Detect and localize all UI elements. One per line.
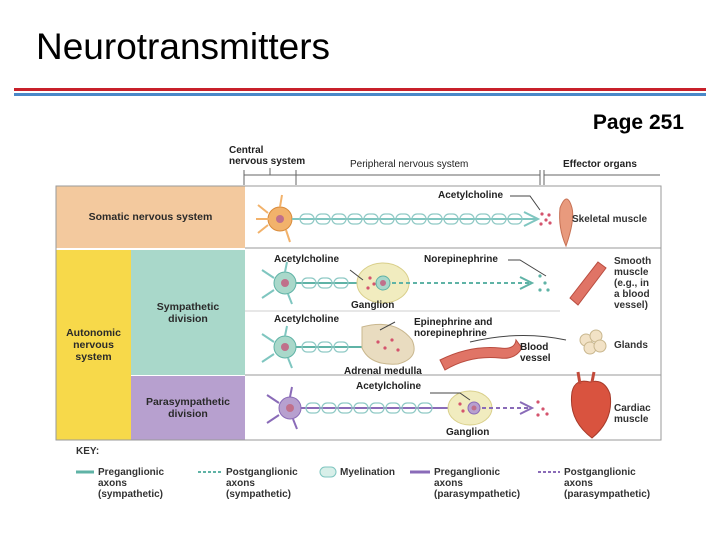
key-item-pre-para: Preganglionic axons (parasympathetic)	[434, 467, 521, 500]
sympathetic-neuron-1	[261, 259, 550, 305]
row-sympathetic-bg	[131, 250, 245, 375]
label-ach-adrenal: Acetylcholine	[274, 314, 340, 325]
row-label-autonomic: Autonomic nervous system	[66, 327, 121, 363]
title-rule-red	[14, 88, 706, 91]
label-ganglion-para: Ganglion	[446, 427, 490, 438]
effector-smooth: Smooth muscle (e.g., in a blood vessel)	[614, 256, 652, 311]
row-label-parasympathetic: Parasympathetic division	[145, 396, 231, 420]
effector-skeletal: Skeletal muscle	[572, 214, 648, 225]
label-ganglion-symp: Ganglion	[351, 300, 395, 311]
key-item-myelination: Myelination	[340, 467, 396, 478]
label-ach-para: Acetylcholine	[356, 381, 422, 392]
row-label-somatic: Somatic nervous system	[88, 211, 213, 223]
effector-cardiac: Cardiac muscle	[614, 403, 651, 425]
heart-shape	[570, 380, 612, 439]
slide-title: Neurotransmitters	[36, 26, 331, 67]
effector-glands: Glands	[614, 340, 648, 351]
header-pns: Peripheral nervous system	[350, 159, 469, 170]
skeletal-muscle-shape	[559, 198, 574, 248]
smooth-muscle-shape	[569, 261, 607, 306]
label-ach-symp: Acetylcholine	[274, 254, 340, 265]
label-adrenal-medulla: Adrenal medulla	[344, 366, 422, 377]
label-ach-somatic: Acetylcholine	[438, 190, 504, 201]
hormone-pointer	[469, 335, 567, 343]
page-number: Page 251	[592, 111, 684, 134]
somatic-neuron	[256, 194, 552, 243]
key-swatches	[76, 466, 560, 478]
heart-vessels	[576, 371, 596, 385]
header-brackets	[243, 168, 660, 185]
glands-shape	[579, 329, 607, 355]
parasympathetic-neuron	[266, 386, 549, 430]
row-parasympathetic-bg	[131, 376, 245, 440]
key-item-post-para: Postganglionic axons (parasympathetic)	[564, 467, 651, 500]
row-somatic-bg	[56, 186, 245, 248]
table-border	[55, 185, 662, 441]
sympathetic-neuron-2	[261, 321, 523, 371]
row-autonomic-bg	[56, 250, 131, 440]
label-epi-norepi: Epinephrine and norepinephrine	[414, 317, 493, 339]
key-item-post-symp: Postganglionic axons (sympathetic)	[226, 467, 298, 500]
header-effectors: Effector organs	[563, 159, 637, 170]
label-blood-vessel: Blood vessel	[520, 342, 551, 364]
label-norepinephrine: Norepinephrine	[424, 254, 498, 265]
key-item-pre-symp: Preganglionic axons (sympathetic)	[98, 467, 165, 500]
header-cns: Central nervous system	[229, 145, 306, 167]
key-title: KEY:	[76, 446, 100, 457]
row-label-sympathetic: Sympathetic division	[156, 300, 220, 325]
title-rule-blue	[14, 93, 706, 96]
